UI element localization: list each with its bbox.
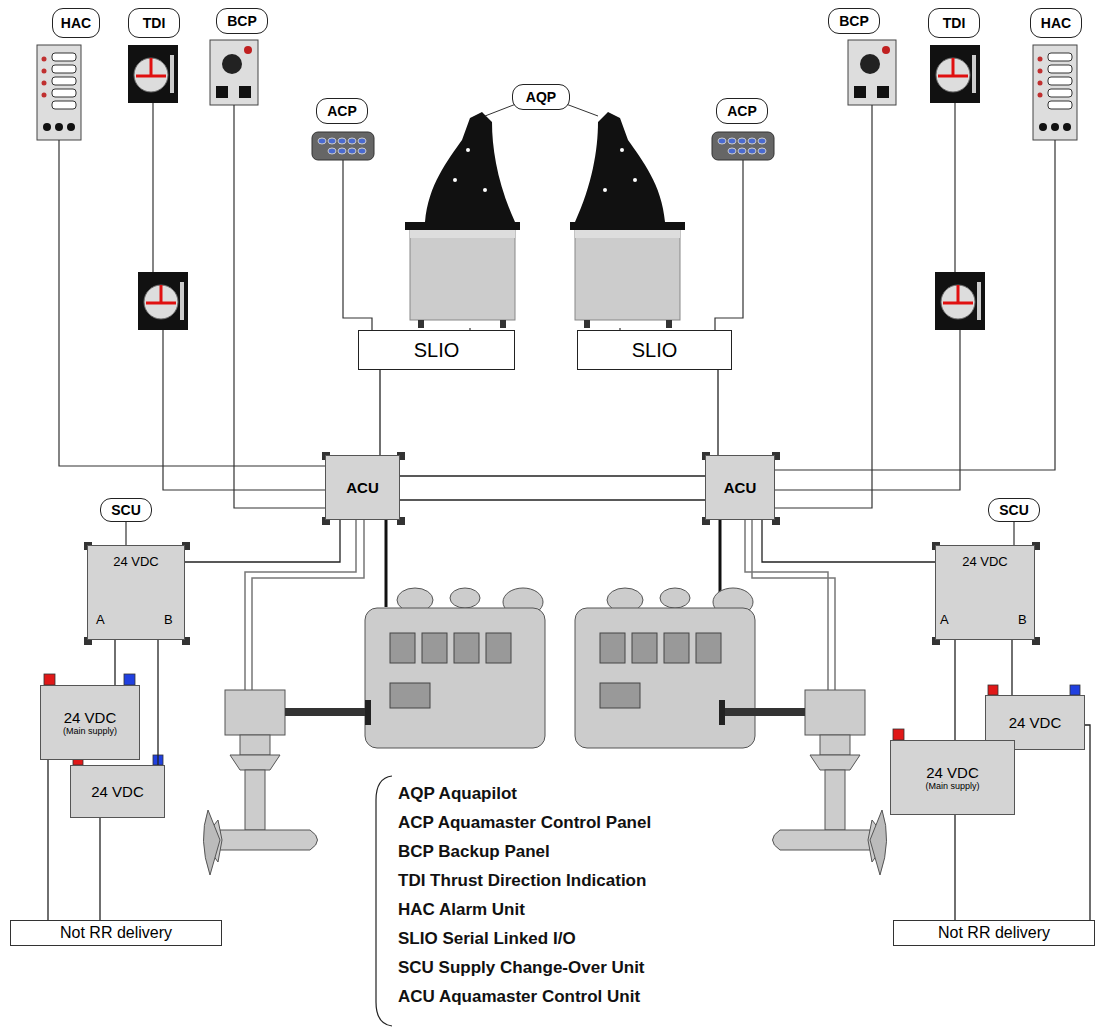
node-text: HAC <box>1041 15 1071 31</box>
battery-box: 24 VDC <box>70 765 165 818</box>
legend-text: ACU Aquamaster Control Unit <box>398 987 640 1007</box>
callout-tag: TDI <box>128 8 180 38</box>
node-subtext: B <box>1018 612 1027 627</box>
legend-text: TDI Thrust Direction Indication <box>398 871 646 891</box>
node-text: AQP <box>526 89 556 105</box>
wire-connector <box>400 476 705 477</box>
node-subtext: (Main supply) <box>63 726 117 736</box>
node-text: 24 VDC <box>91 783 144 800</box>
callout-tag: SCU <box>100 498 152 522</box>
legend-text: HAC Alarm Unit <box>398 900 525 920</box>
slio-box: SLIO <box>358 330 515 370</box>
node-text: ACU <box>346 479 379 496</box>
node-text: Not RR delivery <box>938 924 1050 942</box>
legend-text: BCP Backup Panel <box>398 842 550 862</box>
wire-connector <box>718 370 719 455</box>
supply-box: Not RR delivery <box>10 920 222 946</box>
node-text: 24 VDC <box>64 709 117 726</box>
changeover-unit: 24 VDC A B <box>87 545 185 640</box>
wire-connector <box>955 640 956 740</box>
node-text: SCU <box>111 502 141 518</box>
changeover-unit: 24 VDC A B <box>935 545 1035 640</box>
node-text: SCU <box>999 502 1029 518</box>
control-unit: ACU <box>705 455 775 520</box>
node-text: TDI <box>143 15 166 31</box>
callout-tag: HAC <box>1030 8 1082 38</box>
wire-connector <box>400 500 705 501</box>
slio-box: SLIO <box>577 330 732 370</box>
node-text: ACU <box>724 479 757 496</box>
node-text: BCP <box>839 13 869 29</box>
callout-tag: HAC <box>52 8 100 38</box>
legend-text: ACP Aquamaster Control Panel <box>398 813 651 833</box>
node-text: BCP <box>227 13 257 29</box>
wire-connector <box>100 818 101 920</box>
battery-box: 24 VDC(Main supply) <box>40 685 140 760</box>
wire-connector <box>762 520 935 562</box>
node-text: TDI <box>943 15 966 31</box>
wire-connector <box>380 370 381 455</box>
node-text: 24 VDC <box>962 554 1008 569</box>
node-text: HAC <box>61 15 91 31</box>
callout-tag: ACP <box>316 98 368 124</box>
battery-box: 24 VDC(Main supply) <box>890 740 1015 815</box>
callout-tag: BCP <box>828 8 880 34</box>
wire-connector <box>185 520 340 562</box>
node-text: SLIO <box>414 339 460 362</box>
legend-text: AQP Aquapilot <box>398 784 517 804</box>
supply-box: Not RR delivery <box>893 920 1095 946</box>
wire-connector <box>48 760 49 920</box>
callout-tag: ACP <box>716 98 768 124</box>
node-text: ACP <box>727 103 757 119</box>
callout-tag: SCU <box>988 498 1040 522</box>
node-subtext: A <box>940 612 949 627</box>
wire-connector <box>955 815 956 920</box>
node-subtext: B <box>164 612 173 627</box>
legend-text: SCU Supply Change-Over Unit <box>398 958 645 978</box>
node-text: ACP <box>327 103 357 119</box>
legend-text: SLIO Serial Linked I/O <box>398 929 576 949</box>
node-text: SLIO <box>632 339 678 362</box>
node-text: Not RR delivery <box>60 924 172 942</box>
callout-tag: AQP <box>512 84 570 110</box>
wire-connector <box>115 640 116 685</box>
control-unit: ACU <box>325 455 400 520</box>
wire-connector <box>1012 640 1013 695</box>
wire-connector <box>158 640 159 765</box>
node-text: 24 VDC <box>1009 714 1062 731</box>
node-text: 24 VDC <box>926 764 979 781</box>
callout-tag: BCP <box>216 8 268 34</box>
node-subtext: A <box>96 612 105 627</box>
node-subtext: (Main supply) <box>925 781 979 791</box>
wire-connector <box>1085 725 1090 920</box>
callout-tag: TDI <box>928 8 980 38</box>
node-text: 24 VDC <box>113 554 159 569</box>
